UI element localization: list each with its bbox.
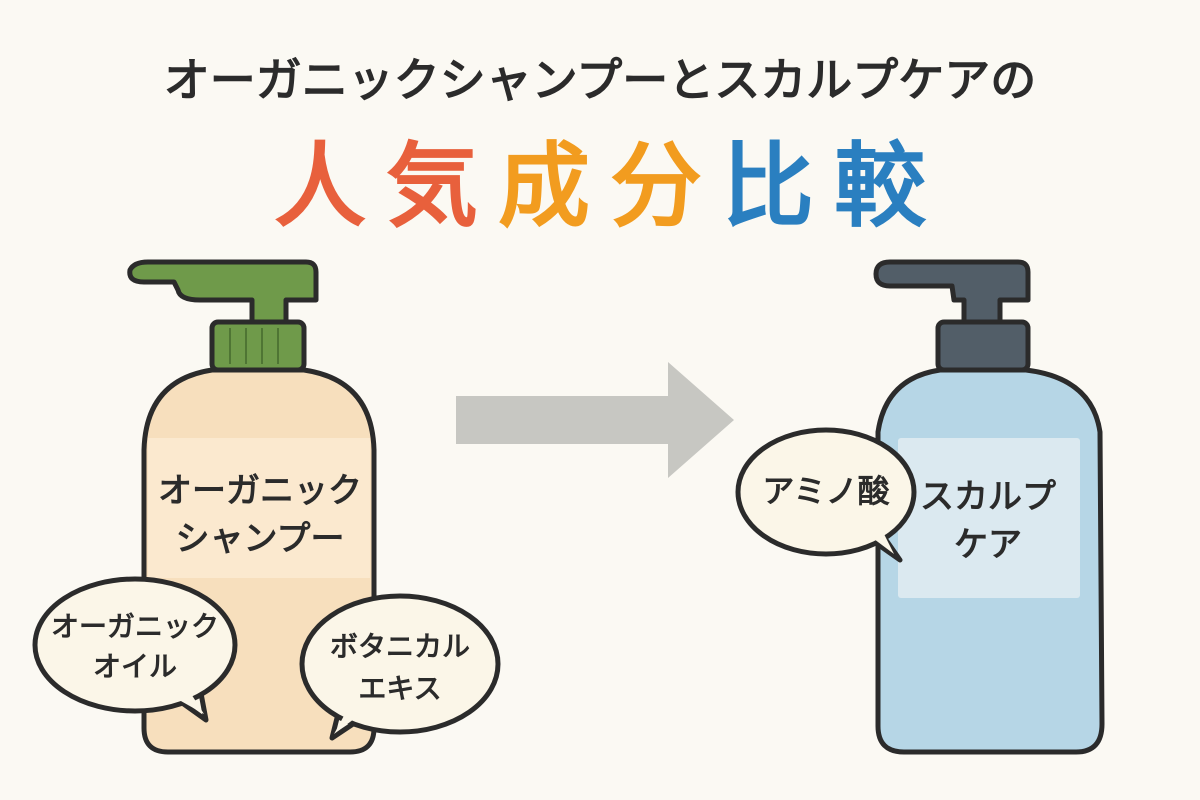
pump-head xyxy=(873,259,1031,325)
title-char-2: 気 xyxy=(386,133,478,240)
label-line-1: スカルプ xyxy=(920,477,1056,517)
bubble-text-line-2: オイル xyxy=(93,650,177,683)
bubble-text: アミノ酸 xyxy=(762,472,890,510)
label-line-1: オーガニック xyxy=(158,471,362,511)
title-char-1: 人 xyxy=(274,133,366,240)
title-char-4: 分 xyxy=(610,133,702,240)
bottle-label xyxy=(148,438,370,578)
subtitle: オーガニックシャンプーとスカルプケアの xyxy=(164,53,1037,107)
speech-bubble-amino-acid: アミノ酸 xyxy=(735,427,917,563)
title-char-5: 比 xyxy=(722,133,814,240)
bottle-cap xyxy=(935,319,1031,373)
main-title: 人 気 成 分 比 較 xyxy=(274,133,927,240)
scalp-care-bottle: スカルプ ケア xyxy=(873,259,1105,755)
bubble-text-line-1: ボタニカル xyxy=(330,630,470,663)
speech-bubble-botanical-extract: ボタニカル エキス xyxy=(299,593,501,741)
label-line-2: ケア xyxy=(954,525,1022,565)
bottle-label xyxy=(898,438,1080,598)
title-char-3: 成 xyxy=(498,133,590,240)
bottle-cap xyxy=(209,319,307,373)
label-line-2: シャンプー xyxy=(176,519,345,559)
title-char-6: 較 xyxy=(834,133,927,240)
right-arrow-icon xyxy=(456,362,734,478)
bubble-text-line-2: エキス xyxy=(358,672,441,705)
speech-bubble-organic-oil: オーガニック オイル xyxy=(32,576,238,723)
pump-head xyxy=(127,259,319,325)
bubble-text-line-1: オーガニック xyxy=(51,610,219,643)
